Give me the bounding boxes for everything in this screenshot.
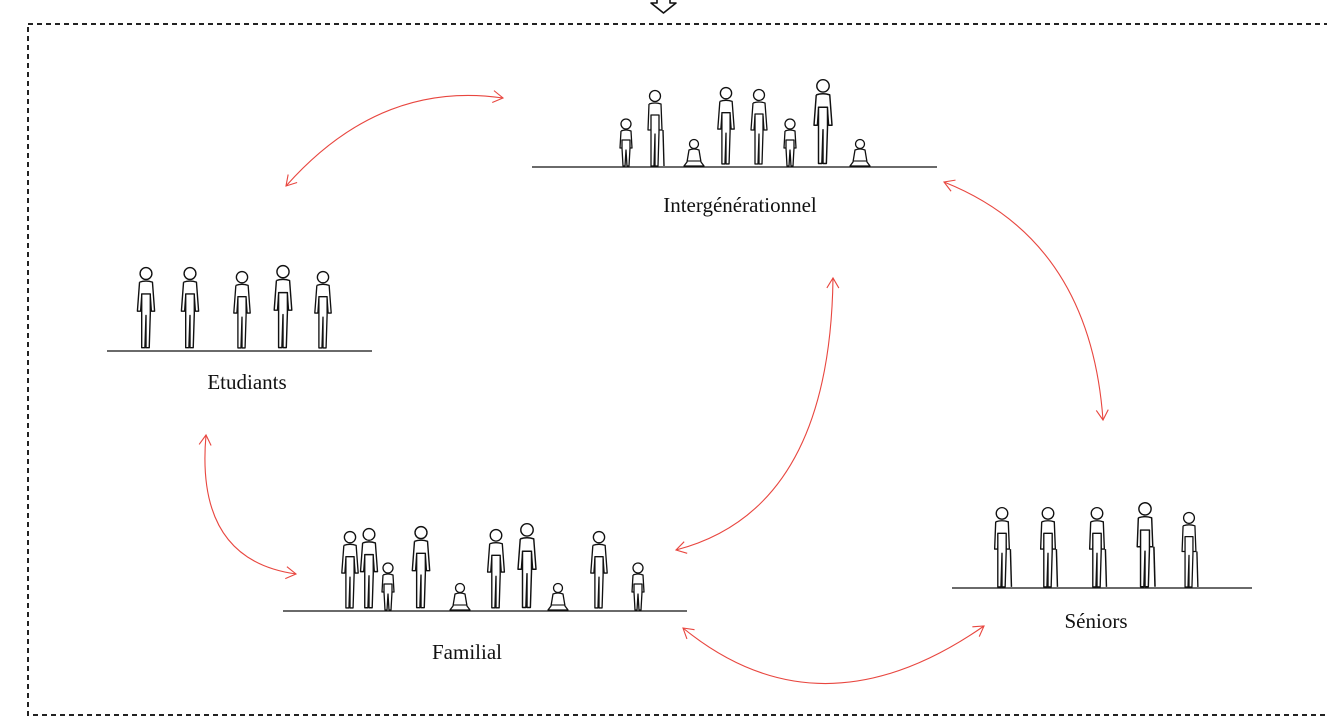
label-familial: Familial [432,640,502,664]
label-seniors: Séniors [1064,609,1128,633]
person-silhouette-icon [411,525,431,609]
arrow-intergenerationnel-seniors [943,179,1109,422]
person-silhouette-icon [589,530,609,609]
person-silhouette-icon [486,528,506,609]
person-silhouette-icon [1039,506,1059,588]
person-silhouette-icon [314,270,332,349]
arrow-familial-intergenerationnel [674,276,840,554]
person-silhouette-icon [180,266,200,349]
dashed-frame [27,23,1327,716]
figures-etudiants [136,264,332,349]
person-silhouette-icon [683,138,705,167]
arrow-etudiants-intergenerationnel [285,90,505,187]
arrow-etudiants-familial [198,433,298,580]
figures-seniors [993,501,1199,589]
person-silhouette-icon [359,527,379,609]
person-silhouette-icon [631,562,645,611]
figures-familial [341,522,645,611]
person-silhouette-icon [813,78,833,165]
label-etudiants: Etudiants [207,370,287,394]
figures-intergenerationnel [619,78,871,167]
relationship-arrows [198,90,1109,684]
person-silhouette-icon [517,522,537,609]
person-silhouette-icon [449,582,471,611]
person-silhouette-icon [849,138,871,167]
person-silhouette-icon [993,506,1013,588]
person-silhouette-icon [381,562,395,611]
person-silhouette-icon [717,86,735,165]
person-silhouette-icon [647,89,665,167]
person-silhouette-icon [750,88,768,165]
person-silhouette-icon [619,118,633,167]
person-silhouette-icon [1088,506,1108,588]
person-silhouette-icon [547,582,569,611]
person-silhouette-icon [1181,511,1199,589]
person-silhouette-icon [233,270,251,349]
person-silhouette-icon [1136,501,1156,588]
person-silhouette-icon [273,264,293,349]
person-silhouette-icon [341,530,359,609]
person-silhouette-icon [136,266,156,349]
label-intergenerationnel: Intergénérationnel [663,193,817,217]
person-silhouette-icon [783,118,797,167]
arrow-familial-seniors [682,625,985,684]
hollow-down-arrow-icon [650,0,677,14]
